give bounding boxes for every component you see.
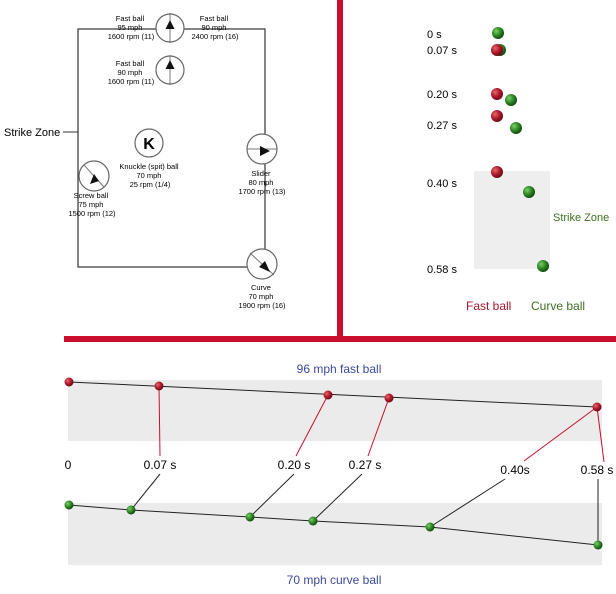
pitch-label-slider: Slider 80 mph 1700 rpm (13) — [238, 169, 286, 196]
fastball-zone-band — [68, 380, 602, 441]
curveball-zone-band — [68, 503, 602, 565]
panel-dividers — [64, 0, 616, 342]
curveball-trajectory — [68, 504, 599, 546]
pitch-icon-fastball-90 — [155, 55, 185, 85]
time-label-0: 0 s — [427, 29, 442, 41]
time-label-007: 0.07 s — [427, 45, 457, 57]
side-view-panel: 96 mph fast ball 70 mph curve ball 0 0.0… — [64, 362, 614, 587]
legend-fastball: Fast ball — [466, 299, 511, 313]
fastball-connector-020 — [295, 394, 329, 457]
side-time-label-0: 0 — [65, 458, 72, 472]
curveball-connector-020 — [249, 473, 295, 518]
side-time-label-007: 0.07 s — [144, 458, 177, 472]
side-curveball-dot-020 — [245, 512, 255, 522]
time-label-058: 0.58 s — [427, 264, 457, 276]
strike-zone-diagram: Strike Zone K — [4, 13, 286, 310]
side-curveball-dot-058 — [593, 540, 603, 550]
side-curveball-dot-040 — [425, 522, 435, 532]
time-label-020: 0.20 s — [427, 89, 457, 101]
curveball-dot-040 — [523, 186, 535, 198]
time-label-027: 0.27 s — [427, 120, 457, 132]
curveball-dot-0 — [492, 27, 504, 39]
pitch-icon-fastball-95 — [155, 13, 185, 43]
fastball-connector-007 — [158, 385, 161, 457]
catcher-view-panel: Strike Zone 0 s 0.07 s 0.20 s 0.27 s 0.4… — [427, 27, 609, 313]
curveball-title: 70 mph curve ball — [287, 573, 382, 587]
curveball-dot-027 — [510, 122, 522, 134]
pitch-label-fastball-90: Fast ball 90 mph 1600 rpm (11) — [108, 59, 155, 86]
side-time-label-027: 0.27 s — [349, 458, 382, 472]
side-time-label-020: 0.20 s — [278, 458, 311, 472]
horizontal-divider — [64, 336, 616, 342]
side-curveball-dot-0 — [64, 500, 74, 510]
pitch-icon-slider — [246, 133, 278, 165]
fastball-dot-020 — [491, 88, 503, 100]
pitch-label-knuckleball: Knuckle (spit) ball 70 mph 25 rpm (1/4) — [119, 162, 180, 189]
curveball-connector-007 — [130, 473, 161, 511]
fastball-connector-058 — [596, 406, 605, 463]
fastball-connector-040 — [523, 406, 598, 462]
fastball-dot-007 — [491, 44, 503, 56]
vertical-divider — [337, 0, 343, 338]
curveball-connector-027 — [312, 473, 363, 522]
side-fastball-dot-020 — [323, 390, 333, 400]
pitch-icon-curveball — [246, 248, 278, 280]
side-fastball-dot-058 — [592, 402, 602, 412]
side-curveball-dot-007 — [126, 505, 136, 515]
fastball-dot-040 — [491, 166, 503, 178]
catcher-strike-zone — [474, 171, 550, 269]
catcher-strike-zone-label: Strike Zone — [553, 212, 609, 224]
time-label-040: 0.40 s — [427, 178, 457, 190]
legend-curveball: Curve ball — [531, 299, 585, 313]
side-fastball-dot-027 — [384, 393, 394, 403]
side-curveball-dot-027 — [308, 516, 318, 526]
pitch-icon-knuckleball: K — [134, 128, 164, 158]
strike-zone-label: Strike Zone — [4, 127, 60, 139]
pitch-label-fastball-95: Fast ball 95 mph 1600 rpm (11) — [108, 14, 155, 41]
pitch-label-curveball: Curve 70 mph 1900 rpm (16) — [238, 283, 286, 310]
knuckleball-symbol: K — [143, 136, 155, 153]
pitch-label-screwball: Screw ball 75 mph 1500 rpm (12) — [68, 191, 116, 218]
curveball-dot-020 — [505, 94, 517, 106]
side-time-label-040: 0.40s — [500, 463, 529, 477]
pitch-label-fastball-90-top: Fast ball 90 mph 2400 rpm (16) — [191, 14, 239, 41]
fastball-title: 96 mph fast ball — [297, 362, 382, 376]
fastball-dot-027 — [491, 110, 503, 122]
curveball-connector-040 — [429, 478, 506, 528]
pitch-icon-screwball — [78, 160, 110, 192]
side-fastball-dot-007 — [154, 381, 164, 391]
curveball-dot-058 — [537, 260, 549, 272]
side-fastball-dot-0 — [64, 377, 74, 387]
side-time-label-058: 0.58 s — [581, 463, 614, 477]
fastball-connector-027 — [367, 397, 390, 457]
